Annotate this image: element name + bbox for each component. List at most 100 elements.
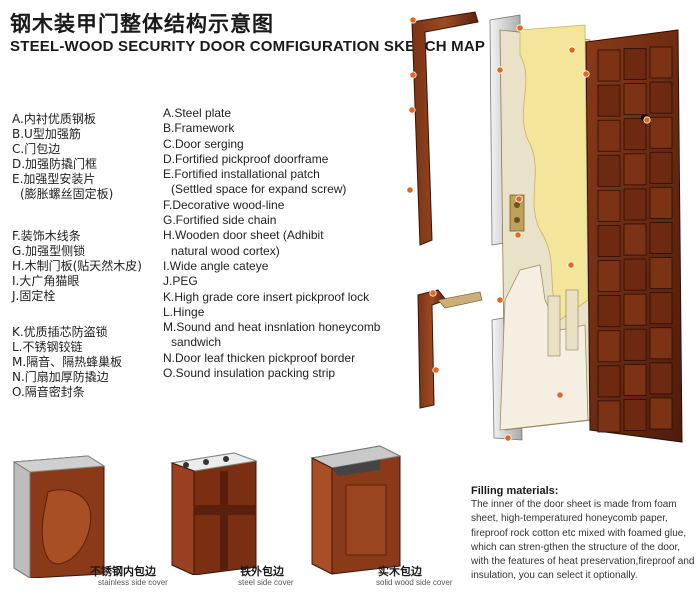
stainless-side-cover-sample xyxy=(8,452,108,579)
en-item: (Settled space for expand screw) xyxy=(171,182,347,197)
cn-item: I.大广角猫眼 xyxy=(12,274,80,288)
cn-item: G.加强型侧锁 xyxy=(12,244,86,258)
filling-body: The inner of the door sheet is made from… xyxy=(471,499,695,582)
cover-label-stainless: 不锈钢内包边 xyxy=(90,565,156,578)
door-frame-top xyxy=(411,11,479,246)
label-marker-dot xyxy=(408,106,416,114)
cn-item: (膨胀螺丝固定板) xyxy=(20,187,114,201)
en-item: C.Door serging xyxy=(163,136,244,151)
label-marker-dot xyxy=(409,16,417,24)
door-panel-grid xyxy=(597,46,673,433)
foam-filling-layer xyxy=(499,24,589,431)
cn-list-group-3: K.优质插芯防盗锁 L.不锈钢铰链 M.隔音、隔热蜂巢板 N.门扇加厚防撬边 O… xyxy=(12,325,122,400)
label-marker-dot xyxy=(515,195,523,203)
en-item: K.High grade core insert pickproof lock xyxy=(163,289,370,304)
door-panel-square xyxy=(597,400,621,433)
door-panel-square xyxy=(649,116,673,149)
en-item: G.Fortified side chain xyxy=(163,213,277,228)
label-marker-dot xyxy=(504,434,512,442)
door-panel-square xyxy=(623,188,647,221)
door-panel-square xyxy=(623,48,647,80)
steel-side-cover-sample xyxy=(164,445,264,576)
door-panel-square xyxy=(623,258,647,291)
en-item: L.Hinge xyxy=(163,304,205,319)
filling-title: Filling materials: xyxy=(471,485,559,497)
label-marker-dot xyxy=(406,186,414,194)
door-panel-square xyxy=(649,362,673,395)
stainless-cover-image xyxy=(12,455,106,579)
cn-item: N.门扇加厚防撬边 xyxy=(12,370,109,384)
door-panel-square xyxy=(649,257,673,290)
door-panel-square xyxy=(597,365,621,398)
door-panel-square xyxy=(649,81,673,114)
cover-label-steel: 铁外包边 xyxy=(240,565,284,578)
en-item: F.Decorative wood-line xyxy=(163,197,285,212)
door-panel-square xyxy=(597,260,621,293)
door-panel-square xyxy=(623,363,647,396)
cn-item: A.内衬优质钢板 xyxy=(12,112,96,126)
title-english: STEEL-WOOD SECURITY DOOR COMFIGURATION S… xyxy=(10,38,486,55)
cn-item: M.隔音、隔热蜂巢板 xyxy=(12,355,123,369)
door-panel-square xyxy=(597,225,621,257)
cn-item: K.优质插芯防盗锁 xyxy=(12,325,108,339)
door-panel-square xyxy=(623,293,647,326)
door-panel-square xyxy=(597,119,621,152)
en-item: E.Fortified installational patch xyxy=(163,167,320,182)
label-marker-dot xyxy=(496,66,504,74)
en-item: A.Steel plate xyxy=(163,106,232,120)
cover-label-solid-wood-en: solid wood side cover xyxy=(376,578,453,587)
en-item: D.Fortified pickproof doorframe xyxy=(163,151,329,166)
label-marker-dot xyxy=(568,46,576,54)
en-item: H.Wooden door sheet (Adhibit xyxy=(163,228,324,243)
lock-mechanism xyxy=(509,194,525,232)
label-marker-dot xyxy=(432,366,440,374)
door-panel-square xyxy=(649,397,673,430)
door-panel-square xyxy=(597,154,621,187)
cn-item: B.U型加强筋 xyxy=(12,127,81,141)
english-component-list: A.Steel plate B.Framework C.Door serging… xyxy=(163,106,380,381)
en-item: B.Framework xyxy=(163,121,235,136)
door-frame-bottom xyxy=(417,289,483,409)
label-marker-dot xyxy=(582,70,590,78)
door-panel-square xyxy=(597,49,621,82)
filling-materials-note: Filling materials: The inner of the door… xyxy=(471,484,696,583)
label-marker-dot xyxy=(409,71,417,79)
cn-item: L.不锈钢铰链 xyxy=(12,340,83,354)
door-panel-square xyxy=(623,399,647,431)
cn-item: F.装饰木线条 xyxy=(12,229,81,243)
door-panel-square xyxy=(597,189,621,222)
label-marker-dot xyxy=(496,296,504,304)
solid-wood-cover-image xyxy=(310,445,402,575)
en-item: J.PEG xyxy=(163,274,198,289)
en-item: M.Sound and heat insnlation honeycomb xyxy=(163,320,381,335)
label-marker-dot xyxy=(643,116,651,124)
door-panel-square xyxy=(597,295,621,328)
cover-label-solid-wood: 实木包边 xyxy=(378,565,422,578)
label-marker-dot xyxy=(516,24,524,32)
label-marker-dot xyxy=(567,261,575,269)
cover-label-steel-en: steel side cover xyxy=(238,578,294,587)
door-panel-square xyxy=(597,330,621,363)
cover-label-stainless-en: stainless side cover xyxy=(98,578,168,587)
en-item: O.Sound insulation packing strip xyxy=(163,366,336,381)
cn-item: J.固定栓 xyxy=(12,289,56,303)
label-marker-dot xyxy=(514,231,522,239)
cn-item: E.加强型安装片 xyxy=(12,172,96,186)
en-item: N.Door leaf thicken pickproof border xyxy=(163,350,356,365)
label-marker-dot xyxy=(429,289,437,297)
en-item: sandwich xyxy=(171,335,222,350)
door-panel-square xyxy=(623,83,647,116)
door-panel-square xyxy=(649,222,673,254)
door-panel-square xyxy=(649,292,673,325)
cn-item: O.隔音密封条 xyxy=(12,385,85,399)
steel-cover-image xyxy=(170,452,258,576)
door-panel-square xyxy=(623,328,647,361)
door-panel-square xyxy=(623,223,647,256)
door-panel-square xyxy=(649,151,673,184)
door-panel-square xyxy=(597,84,621,117)
en-item: natural wood cortex) xyxy=(171,243,280,258)
door-panel-square xyxy=(649,46,673,79)
door-panel-square xyxy=(623,153,647,186)
label-marker-dot xyxy=(556,391,564,399)
title-chinese: 钢木装甲门整体结构示意图 xyxy=(10,12,274,36)
